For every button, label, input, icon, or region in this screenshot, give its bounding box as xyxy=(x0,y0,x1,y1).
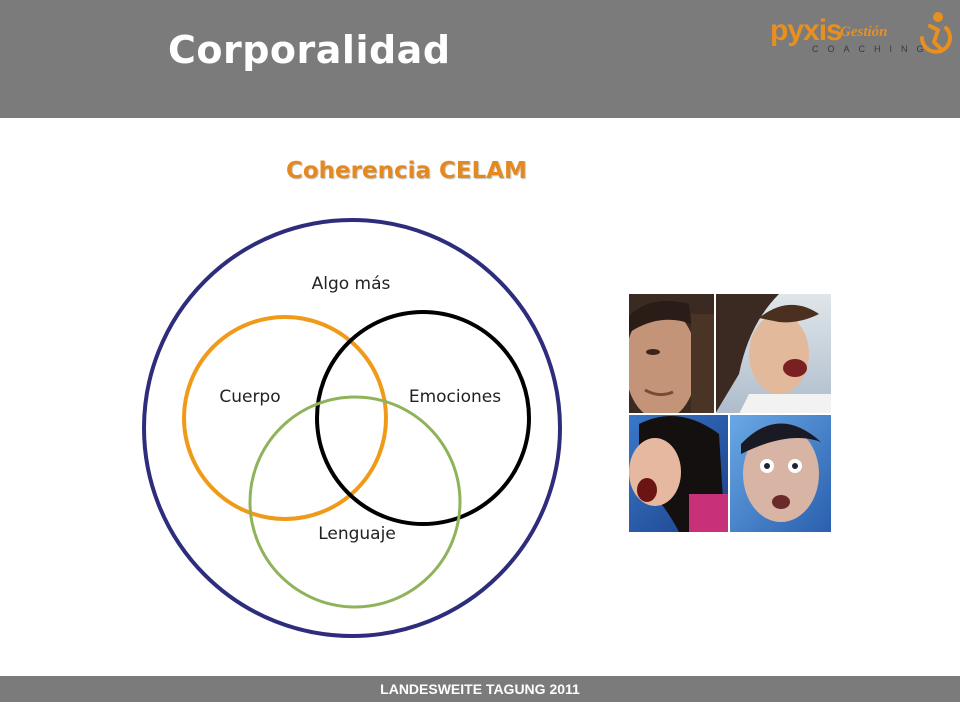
running-figure-icon xyxy=(920,12,952,54)
label-cuerpo: Cuerpo xyxy=(219,387,280,407)
footer-text: LANDESWEITE TAGUNG 2011 xyxy=(380,681,580,697)
face-scared xyxy=(729,414,831,532)
label-algo-mas: Algo más xyxy=(312,274,391,294)
label-lenguaje: Lenguaje xyxy=(318,524,396,544)
face-screaming-woman xyxy=(629,414,729,532)
diagram-subtitle: Coherencia CELAM xyxy=(286,158,527,184)
emotion-faces-collage xyxy=(629,294,831,532)
logo-sub-text: Gestión xyxy=(840,24,888,40)
face-sad-man xyxy=(629,294,715,420)
footer-bar: LANDESWEITE TAGUNG 2011 xyxy=(0,676,960,702)
header-bar: Corporalidad pyxis Gestión COACHING xyxy=(0,0,960,118)
emociones-circle xyxy=(315,310,531,526)
pyxis-logo: pyxis Gestión COACHING xyxy=(766,8,956,64)
cuerpo-circle xyxy=(182,315,388,521)
face-laughing-woman xyxy=(715,294,831,414)
label-emociones: Emociones xyxy=(409,387,501,407)
outer-circle xyxy=(142,218,562,638)
slide-title: Corporalidad xyxy=(168,28,451,72)
lenguaje-circle xyxy=(248,395,462,609)
logo-tag-text: COACHING xyxy=(812,44,933,54)
logo-main-text: pyxis xyxy=(770,14,843,47)
